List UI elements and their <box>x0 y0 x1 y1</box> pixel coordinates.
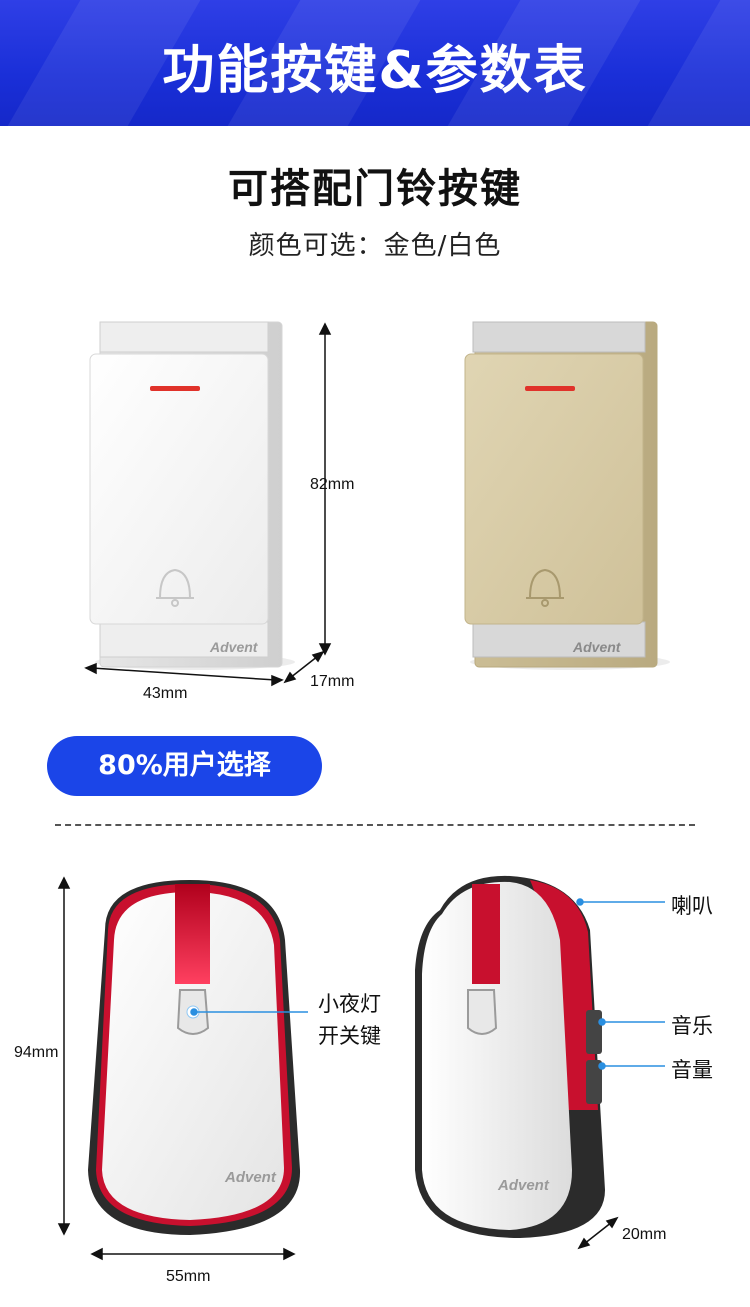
receiver-side-image: Advent <box>415 875 605 1238</box>
color-options-text: 颜色可选：金色/白色 <box>248 231 502 261</box>
receiver-width-label: 55mm <box>166 1268 211 1285</box>
brand-logo: Advent <box>224 1169 277 1186</box>
brand-logo: Advent <box>497 1177 550 1194</box>
top-banner <box>0 0 750 126</box>
receiver-height-label: 94mm <box>14 1044 59 1061</box>
receiver-dimension-lines <box>57 876 665 1261</box>
brand-logo: Advent <box>572 639 622 655</box>
receiver-depth-label: 20mm <box>622 1226 667 1243</box>
white-doorbell-button-image: Advent <box>89 321 295 670</box>
button-dimension-lines <box>84 322 332 687</box>
volume-label: 音量 <box>671 1058 713 1082</box>
receiver-front-image: Advent <box>88 880 301 1235</box>
bell-icon <box>526 568 564 607</box>
banner-title: 功能按键&参数表 <box>162 41 588 101</box>
gold-doorbell-button-image: Advent <box>464 321 670 670</box>
button-height-label: 82mm <box>310 476 355 493</box>
button-depth-label: 17mm <box>310 673 355 690</box>
bell-icon <box>156 568 194 607</box>
brand-logo: Advent <box>209 639 259 655</box>
music-label: 音乐 <box>671 1014 713 1038</box>
page-title: 可搭配门铃按键 <box>228 166 522 212</box>
speaker-label: 喇叭 <box>671 894 713 918</box>
dashed-divider <box>55 824 695 826</box>
nightlight-label-line1: 小夜灯 <box>318 992 381 1016</box>
button-width-label: 43mm <box>143 685 188 702</box>
nightlight-label-line2: 开关键 <box>318 1024 381 1048</box>
user-choice-badge: 80%用户选择 <box>47 736 322 796</box>
